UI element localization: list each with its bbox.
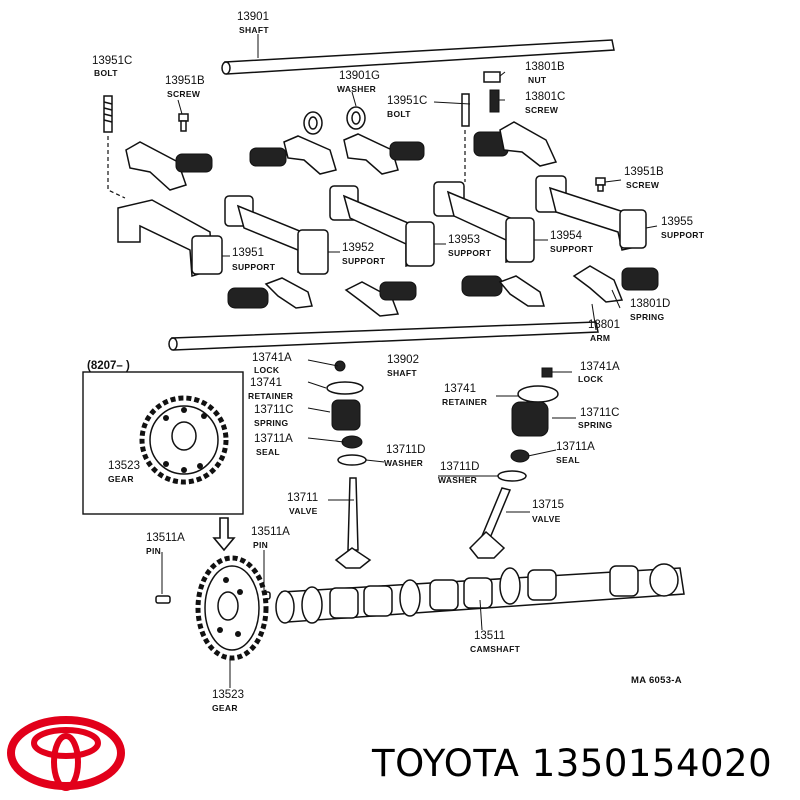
label-13511: 13511 bbox=[474, 630, 505, 642]
label-13711c-left-name: SPRING bbox=[254, 418, 288, 428]
label-13711c-right: 13711C bbox=[580, 407, 619, 419]
label-13901: 13901 bbox=[237, 11, 269, 23]
label-13902: 13902 bbox=[387, 354, 419, 366]
diagram-code: MA 6053-A bbox=[631, 675, 682, 686]
bolt-13951c-left bbox=[103, 95, 126, 199]
brand-caption: TOYOTA 1350154020 bbox=[372, 742, 772, 785]
label-13955-name: SUPPORT bbox=[661, 230, 705, 240]
nut-13801b bbox=[483, 71, 501, 83]
valve-assembly-left bbox=[326, 360, 372, 569]
label-13711a-left: 13711A bbox=[254, 433, 293, 445]
label-13715: 13715 bbox=[532, 499, 564, 511]
label-13711: 13711 bbox=[287, 492, 318, 504]
screw-13951b-right bbox=[595, 177, 606, 192]
label-13801: 13801 bbox=[588, 319, 620, 331]
label-13523-upper: 13523 bbox=[108, 460, 140, 472]
label-13741a-left-name: LOCK bbox=[254, 365, 280, 375]
label-13511a-left-name: PIN bbox=[146, 546, 161, 556]
rocker-arms-lower bbox=[227, 265, 659, 317]
label-13523-lower-name: GEAR bbox=[212, 703, 238, 713]
label-13711a-left-name: SEAL bbox=[256, 447, 280, 457]
label-13711a-right-name: SEAL bbox=[556, 455, 580, 465]
pin-13511a-left bbox=[155, 595, 171, 604]
gear-box bbox=[82, 371, 244, 515]
label-13741-left: 13741 bbox=[250, 377, 282, 389]
label-13955: 13955 bbox=[661, 216, 693, 228]
label-13741-right: 13741 bbox=[444, 383, 476, 395]
label-13801b-name: NUT bbox=[528, 75, 547, 85]
label-13952: 13952 bbox=[342, 242, 374, 254]
washer-13901g-left bbox=[303, 111, 323, 135]
label-13901g: 13901G bbox=[339, 70, 380, 82]
rocker-arms-upper bbox=[125, 121, 558, 191]
label-13741a-right-name: LOCK bbox=[578, 374, 604, 384]
label-13951c-left: 13951C bbox=[92, 55, 132, 67]
label-13951c-right: 13951C bbox=[387, 95, 427, 107]
label-13711d-left: 13711D bbox=[386, 444, 425, 456]
label-13951: 13951 bbox=[232, 247, 264, 259]
label-13741-right-name: RETAINER bbox=[442, 397, 487, 407]
part-number: 1350154020 bbox=[531, 742, 773, 785]
label-13951b-left: 13951B bbox=[165, 75, 205, 87]
label-13711d-right: 13711D bbox=[440, 461, 479, 473]
label-13801-name: ARM bbox=[590, 333, 610, 343]
label-13711c-left: 13711C bbox=[254, 404, 293, 416]
label-13801b: 13801B bbox=[525, 61, 565, 73]
label-13741-left-name: RETAINER bbox=[248, 391, 293, 401]
bolt-13951c-right bbox=[461, 93, 470, 182]
label-13741a-left: 13741A bbox=[252, 352, 292, 364]
label-13951c-right-name: BOLT bbox=[387, 109, 411, 119]
label-13801c: 13801C bbox=[525, 91, 565, 103]
label-13711-name: VALVE bbox=[289, 506, 318, 516]
gear-13523-upper bbox=[139, 395, 229, 485]
label-13711d-right-name: WASHER bbox=[438, 475, 477, 485]
label-13951c-left-name: BOLT bbox=[94, 68, 118, 78]
rocker-supports bbox=[117, 175, 647, 277]
label-13953-name: SUPPORT bbox=[448, 248, 492, 258]
washer-13901g bbox=[346, 106, 366, 130]
valve-assembly-right bbox=[468, 367, 559, 559]
toyota-logo bbox=[7, 716, 125, 791]
label-13523-upper-name: GEAR bbox=[108, 474, 134, 484]
label-13951b-right: 13951B bbox=[624, 166, 664, 178]
label-13951b-left-name: SCREW bbox=[167, 89, 201, 99]
part-labels: 13901 SHAFT 13951C BOLT 13951B SCREW 139… bbox=[87, 11, 705, 713]
label-13951b-right-name: SCREW bbox=[626, 180, 660, 190]
label-13901g-name: WASHER bbox=[337, 84, 376, 94]
label-13954: 13954 bbox=[550, 230, 583, 242]
upper-rocker-shaft bbox=[221, 39, 615, 75]
label-13511a-right-name: PIN bbox=[253, 540, 268, 550]
label-13951-name: SUPPORT bbox=[232, 262, 276, 272]
label-13952-name: SUPPORT bbox=[342, 256, 386, 266]
label-13715-name: VALVE bbox=[532, 514, 561, 524]
label-13953: 13953 bbox=[448, 234, 480, 246]
gear-13523-lower bbox=[195, 555, 269, 661]
label-13801c-name: SCREW bbox=[525, 105, 559, 115]
label-13901-name: SHAFT bbox=[239, 25, 269, 35]
brand-name: TOYOTA bbox=[372, 742, 520, 785]
label-13801d: 13801D bbox=[630, 298, 670, 310]
screw-13951b-left bbox=[178, 113, 189, 132]
label-13711c-right-name: SPRING bbox=[578, 420, 612, 430]
label-13902-name: SHAFT bbox=[387, 368, 417, 378]
label-13741a-right: 13741A bbox=[580, 361, 620, 373]
lower-rocker-shaft bbox=[168, 321, 599, 351]
label-13523-lower: 13523 bbox=[212, 689, 244, 701]
screw-13801c bbox=[489, 89, 500, 113]
label-13711a-right: 13711A bbox=[556, 441, 595, 453]
date-range: (8207– ) bbox=[87, 360, 130, 372]
label-13801d-name: SPRING bbox=[630, 312, 664, 322]
label-13711d-left-name: WASHER bbox=[384, 458, 423, 468]
direction-arrow bbox=[212, 517, 236, 552]
label-13954-name: SUPPORT bbox=[550, 244, 594, 254]
label-13511-name: CAMSHAFT bbox=[470, 644, 521, 654]
label-13511a-left: 13511A bbox=[146, 532, 185, 544]
leader-lines bbox=[161, 34, 658, 688]
camshaft-13511 bbox=[275, 563, 685, 624]
label-13511a-right: 13511A bbox=[251, 526, 290, 538]
